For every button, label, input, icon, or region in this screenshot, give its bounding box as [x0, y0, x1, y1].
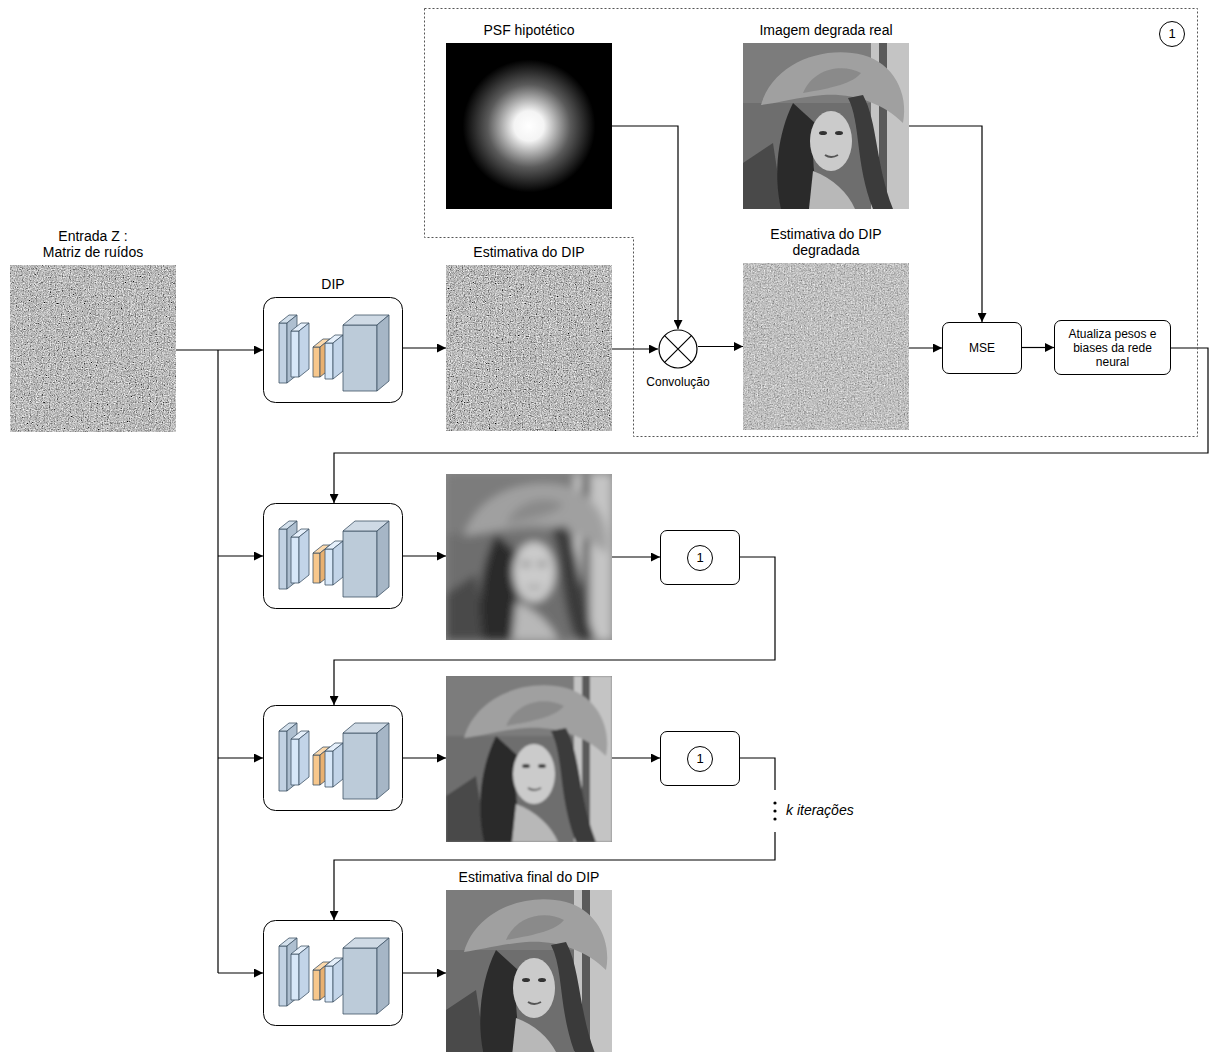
network-box: DIP: [263, 297, 403, 403]
ellipsis-dots: [773, 801, 776, 820]
psf-image: PSF hipotético: [446, 43, 612, 209]
estimate-image: Estimativa do DIP: [446, 265, 612, 431]
final-image: Estimativa final do DIP: [446, 890, 612, 1052]
wire: [403, 555, 446, 556]
step-box: 1: [660, 530, 740, 585]
wire: [612, 757, 660, 758]
wire: [612, 556, 660, 557]
box-label: Atualiza pesos e biases da rede neural: [1060, 327, 1165, 369]
flow-arrow: [909, 126, 982, 322]
photo-image: [446, 890, 612, 1052]
wire: [218, 972, 263, 973]
image-caption: Estimativa do DIP: [473, 244, 584, 260]
photo-image: [743, 43, 909, 209]
wire: [218, 555, 263, 556]
convolution-node: Convolução: [658, 329, 698, 369]
image-caption: Estimativa do DIP degradada: [766, 226, 886, 258]
image-caption: Estimativa final do DIP: [459, 869, 600, 885]
flow-arrow: [176, 349, 263, 350]
blurred-noise-image: [743, 263, 909, 430]
flow-arrow: [612, 348, 658, 349]
flow-arrow: [1022, 347, 1054, 348]
mse-box: MSE: [942, 322, 1022, 374]
wire: [218, 757, 263, 758]
step-number: 1: [687, 746, 713, 772]
wire: [403, 757, 446, 758]
wire: [403, 972, 446, 973]
flow-arrow: [612, 126, 678, 329]
input-noise-image: Entrada Z : Matriz de ruídos: [10, 265, 176, 432]
iteration-note: k iterações: [786, 802, 854, 818]
flow-arrow: [403, 347, 446, 348]
feedback-wire: [740, 758, 775, 790]
convolution-symbol: [659, 330, 697, 368]
box-label: MSE: [969, 341, 995, 355]
psf-image: [446, 43, 612, 209]
region-outline: [425, 9, 1198, 437]
step-number: 1: [1159, 21, 1185, 47]
photo-image: [446, 474, 612, 640]
photo-image: [446, 676, 612, 842]
update-box: Atualiza pesos e biases da rede neural: [1054, 320, 1171, 375]
degraded-estimate-image: Estimativa do DIP degradada: [743, 263, 909, 430]
network-icon: [264, 504, 403, 609]
image-caption: Entrada Z : Matriz de ruídos: [40, 228, 147, 260]
network-icon: [264, 706, 403, 811]
input-trunk: [217, 350, 218, 973]
convolution-symbol: [665, 336, 692, 363]
operator-label: Convolução: [646, 375, 709, 389]
noise-image: [10, 265, 176, 432]
flow-arrow: [909, 347, 942, 348]
image-caption: Imagem degrada real: [759, 22, 892, 38]
feedback-wire: [334, 832, 775, 920]
step-box: 1: [660, 731, 740, 786]
image-caption: PSF hipotético: [483, 22, 574, 38]
step-number: 1: [687, 545, 713, 571]
degraded-image: Imagem degrada real: [743, 43, 909, 209]
network-icon: [264, 298, 403, 403]
flow-arrow: [698, 346, 743, 347]
convolution-symbol: [658, 329, 698, 369]
feedback-region: 1PSF hipotéticoImagem degrada realConvol…: [424, 8, 1198, 437]
network-icon: [264, 921, 403, 1026]
noise-image: [446, 265, 612, 431]
image-caption: DIP: [321, 276, 344, 292]
